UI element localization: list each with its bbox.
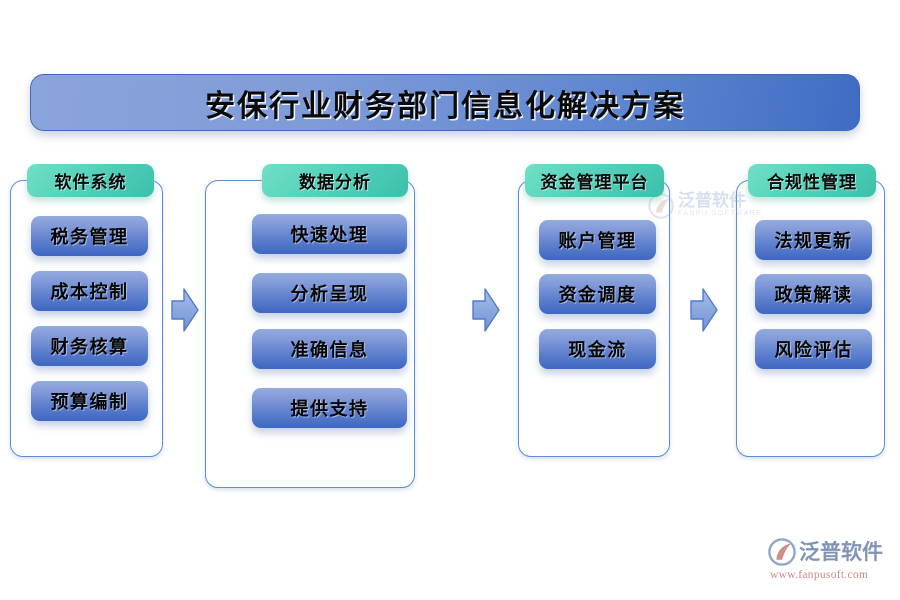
column-header-software-system[interactable]: 软件系统 — [27, 164, 154, 197]
item-label: 税务管理 — [50, 227, 129, 247]
item-label: 账户管理 — [558, 231, 637, 251]
brand-logo: 泛普软件 www.fanpusoft.com — [768, 538, 890, 586]
brand-logo-cn: 泛普软件 — [799, 540, 883, 564]
item-cash-flow[interactable]: 现金流 — [539, 329, 656, 369]
item-risk-assessment[interactable]: 风险评估 — [755, 329, 872, 369]
item-label: 快速处理 — [290, 225, 369, 245]
item-tax-management[interactable]: 税务管理 — [31, 216, 148, 256]
item-label: 现金流 — [568, 340, 627, 360]
item-provide-support[interactable]: 提供支持 — [252, 388, 407, 428]
column-header-data-analysis[interactable]: 数据分析 — [262, 164, 408, 197]
item-regulation-update[interactable]: 法规更新 — [755, 220, 872, 260]
item-label: 成本控制 — [50, 282, 129, 302]
item-label: 政策解读 — [774, 285, 853, 305]
item-label: 资金调度 — [558, 285, 637, 305]
arrow-right-icon-1 — [170, 285, 200, 335]
item-cost-control[interactable]: 成本控制 — [31, 271, 148, 311]
brand-logo-row: 泛普软件 — [768, 538, 883, 566]
item-label: 提供支持 — [290, 399, 369, 419]
item-label: 财务核算 — [50, 337, 129, 357]
page-title-banner: 安保行业财务部门信息化解决方案 — [30, 74, 860, 131]
page-title: 安保行业财务部门信息化解决方案 — [205, 89, 685, 123]
item-budget-preparation[interactable]: 预算编制 — [31, 381, 148, 421]
arrow-right-icon-3 — [689, 285, 719, 335]
item-fund-scheduling[interactable]: 资金调度 — [539, 274, 656, 314]
column-header-label: 资金管理平台 — [540, 173, 649, 192]
item-accurate-information[interactable]: 准确信息 — [252, 329, 407, 369]
item-financial-accounting[interactable]: 财务核算 — [31, 326, 148, 366]
item-label: 预算编制 — [50, 392, 129, 412]
item-analysis-presentation[interactable]: 分析呈现 — [252, 273, 407, 313]
column-header-label: 软件系统 — [54, 173, 127, 192]
column-header-fund-management-platform[interactable]: 资金管理平台 — [525, 164, 664, 197]
column-header-compliance-management[interactable]: 合规性管理 — [748, 164, 876, 197]
item-fast-processing[interactable]: 快速处理 — [252, 214, 407, 254]
item-label: 风险评估 — [774, 340, 853, 360]
item-label: 分析呈现 — [290, 284, 369, 304]
column-header-label: 合规性管理 — [767, 173, 857, 192]
item-account-management[interactable]: 账户管理 — [539, 220, 656, 260]
item-label: 准确信息 — [290, 340, 369, 360]
column-header-label: 数据分析 — [299, 173, 371, 192]
arrow-right-icon-2 — [471, 285, 501, 335]
item-label: 法规更新 — [774, 231, 853, 251]
brand-logo-url: www.fanpusoft.com — [770, 569, 869, 581]
fanpu-logo-icon — [768, 538, 796, 566]
item-policy-interpretation[interactable]: 政策解读 — [755, 274, 872, 314]
